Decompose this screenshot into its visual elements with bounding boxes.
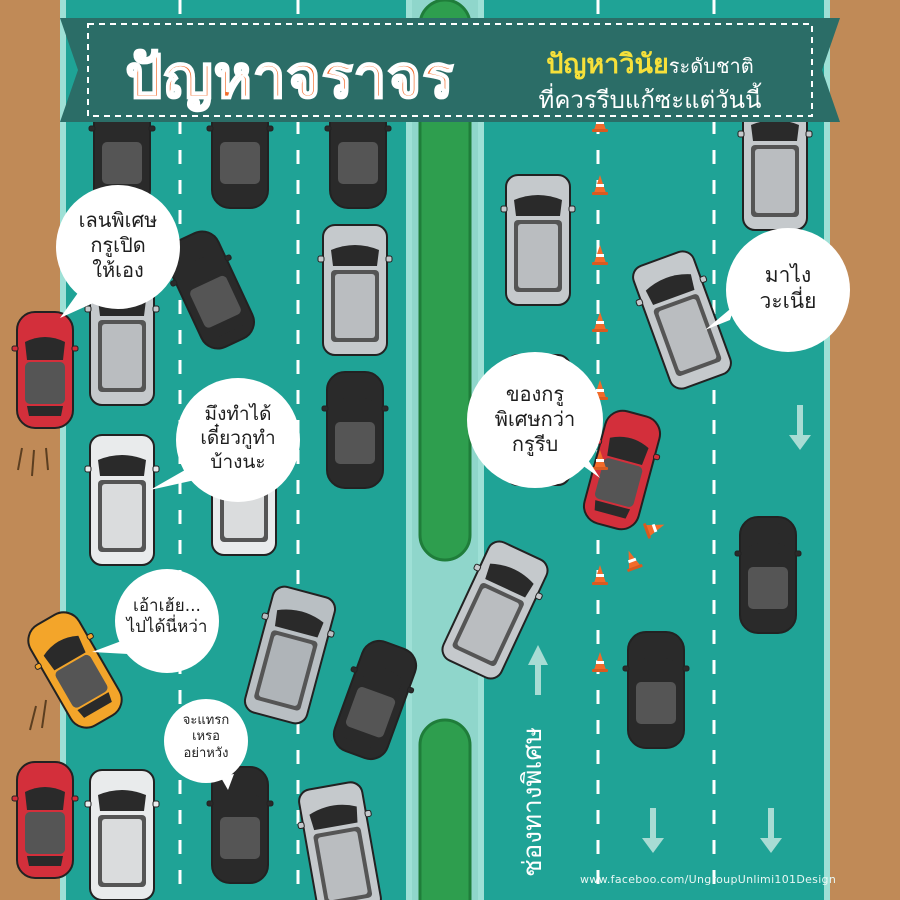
title-banner <box>60 18 840 122</box>
speech-bubbles <box>56 185 850 790</box>
speech-bubble-mine-special: ของกรู พิเศษกว่า กรูรีบ <box>494 382 576 456</box>
median-grass-top <box>418 0 472 562</box>
speech-bubble-where-from: มาไง วะเนี่ย <box>759 263 817 314</box>
subtitle-highlight: ปัญหาวินัย <box>546 49 669 80</box>
speech-bubble-oh-hey: เอ้าเฮ้ย... ไปได้นี่หว่า <box>126 596 208 638</box>
special-lane-label: ช่องทางพิเศษ <box>518 726 548 878</box>
speech-bubble-special-lane: เลนพิเศษ กรูเปิด ให้เอง <box>78 208 158 282</box>
subtitle-rest: ระดับชาติ <box>668 54 754 78</box>
lane-arrows <box>528 405 811 853</box>
banner-subtitle-line2: ที่ควรรีบแก้ซะแต่วันนี้ <box>538 86 762 114</box>
speech-bubble-cut-in: จะแทรก เหรอ อย่าหวัง <box>182 713 230 761</box>
red-car-shoulder-bottom <box>11 761 79 879</box>
red-car-shoulder-top <box>11 311 79 429</box>
median-grass-bottom <box>418 718 472 900</box>
speech-bubble-you-can: มึงทำได้ เดี๋ยวกูทำ บ้างนะ <box>200 403 276 473</box>
credit-text: www.faceboo.com/UngroupUnlimi101Design <box>580 873 837 886</box>
banner-subtitle-line1: ปัญหาวินัยระดับชาติ <box>500 42 800 85</box>
dust-marks <box>17 447 49 731</box>
banner-title: ปัญหาจราจร <box>125 42 455 112</box>
